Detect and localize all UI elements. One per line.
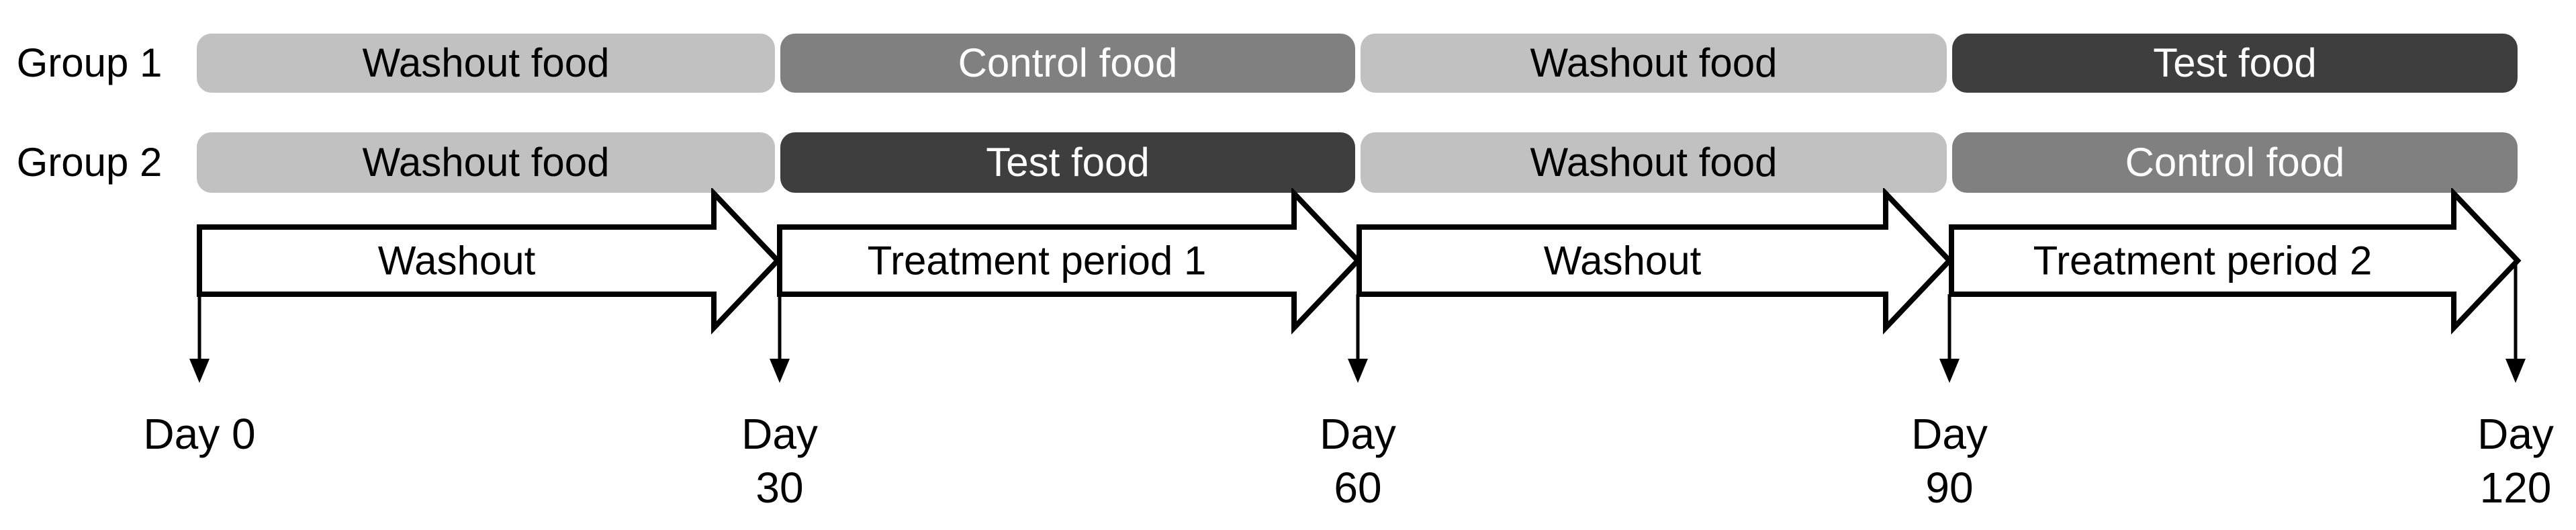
period-arrow-treatment-1	[777, 188, 1362, 335]
group-1-label: Group 1	[16, 40, 163, 85]
segment-label: Test food	[2153, 40, 2317, 85]
segment-label: Test food	[986, 140, 1150, 185]
down-arrow-icon	[770, 359, 790, 383]
day-30-tick-arrow	[770, 294, 790, 383]
timeline-arrow-band: Washout Treatment period 1 Washout Treat…	[189, 188, 2526, 383]
period-label-treatment-1: Treatment period 1	[868, 238, 1207, 283]
group1-segment-test-food: Test food	[1952, 34, 2518, 93]
period-label-washout-1: Washout	[378, 238, 536, 283]
segment-label: Control food	[958, 40, 1178, 85]
down-arrow-icon	[1348, 359, 1368, 383]
day-120-tick-arrow	[2505, 263, 2526, 383]
segment-label: Washout food	[362, 40, 610, 85]
segment-label: Washout food	[362, 140, 610, 185]
period-arrow-washout-1	[197, 188, 782, 335]
group2-segment-washout-food-1: Washout food	[197, 132, 775, 193]
segment-label: Washout food	[1530, 40, 1778, 85]
group-2-label: Group 2	[16, 140, 163, 185]
group1-segment-washout-food-2: Washout food	[1361, 34, 1947, 93]
down-arrow-icon	[189, 359, 210, 383]
group1-segment-washout-food-1: Washout food	[197, 34, 775, 93]
day-0-label: Day 0	[143, 410, 256, 458]
day-90-tick-arrow	[1939, 294, 1960, 383]
segment-label: Control food	[2125, 140, 2345, 185]
group2-segment-test-food: Test food	[780, 132, 1355, 193]
period-arrow-treatment-2	[1949, 188, 2522, 335]
segment-label: Washout food	[1530, 140, 1778, 185]
group2-segment-control-food: Control food	[1952, 132, 2518, 193]
day-0-tick-arrow	[189, 294, 210, 383]
period-arrow-washout-2	[1356, 188, 1953, 335]
period-label-washout-2: Washout	[1544, 238, 1702, 283]
down-arrow-icon	[2505, 359, 2526, 383]
day-60-tick-arrow	[1348, 294, 1368, 383]
period-label-treatment-2: Treatment period 2	[2033, 238, 2373, 283]
group1-segment-control-food: Control food	[780, 34, 1355, 93]
down-arrow-icon	[1939, 359, 1960, 383]
group2-segment-washout-food-2: Washout food	[1361, 132, 1947, 193]
